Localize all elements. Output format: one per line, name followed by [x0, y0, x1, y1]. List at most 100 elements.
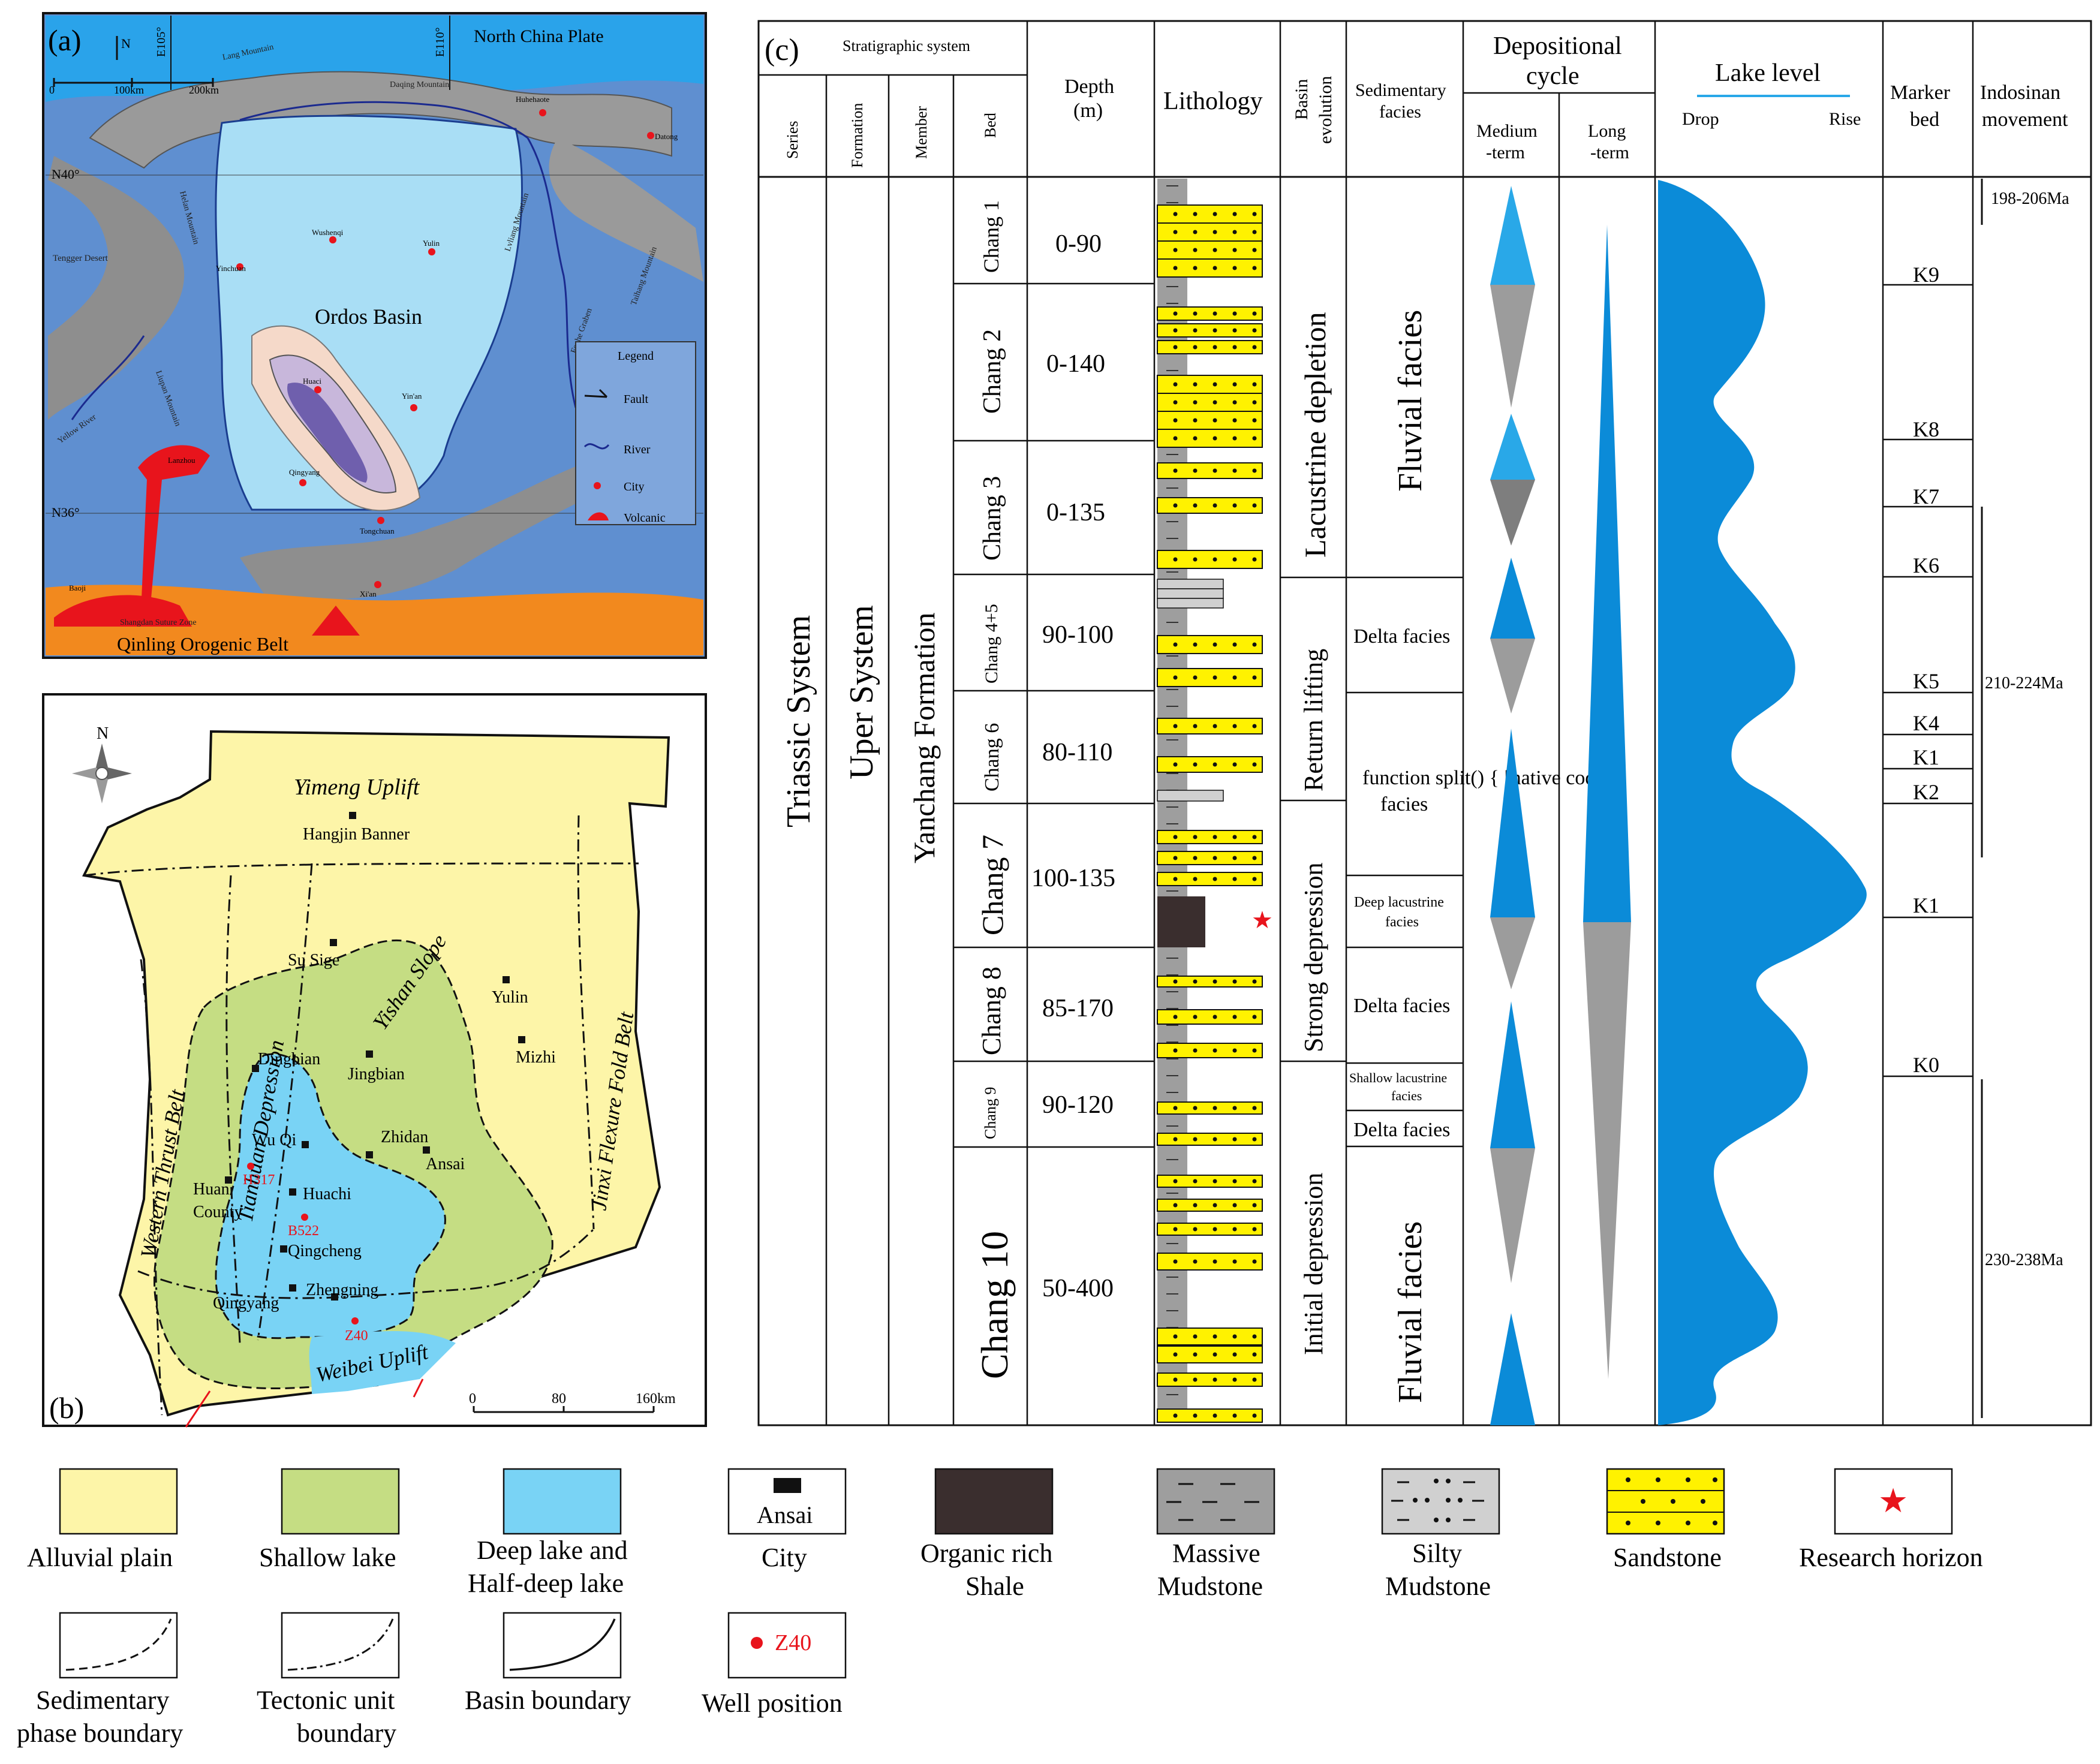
well-h317: H317	[243, 1172, 275, 1188]
sand-dot	[1232, 835, 1237, 839]
sand-dot	[1193, 979, 1198, 984]
panel-b-label: (b)	[49, 1391, 84, 1425]
river-icon	[583, 443, 610, 450]
organic-shale-layer	[1157, 896, 1205, 947]
sand-dot	[1173, 724, 1178, 729]
depth-chang45: 90-100	[1042, 621, 1114, 649]
legend-well-swatch	[727, 1612, 847, 1679]
scale-b-80: 80	[552, 1391, 566, 1407]
city-tongchuan: Tongchuan	[360, 526, 395, 535]
lat-40: N40°	[52, 167, 80, 182]
sand-dot	[1213, 382, 1217, 387]
column-lines	[759, 21, 1974, 1425]
sand-dot	[1232, 311, 1237, 316]
facies-lake-delta-2: facies	[1380, 793, 1428, 815]
sand-dot	[1232, 1377, 1237, 1382]
sand-dot	[1193, 642, 1198, 647]
sand-dot	[1173, 835, 1178, 839]
sand-dot	[1232, 1227, 1237, 1232]
legend-research-swatch	[1834, 1468, 1953, 1535]
lake-level-curve	[1658, 180, 1867, 1425]
sand-dot	[1193, 1227, 1198, 1232]
sand-dot	[1193, 400, 1198, 405]
sand-dot	[1193, 856, 1198, 860]
sand-dot	[1213, 248, 1217, 252]
legend-city-label: City	[762, 1543, 807, 1572]
sand-dot	[1252, 1352, 1257, 1357]
lithology-column	[1157, 179, 1263, 1423]
sand-dot	[1252, 468, 1257, 473]
panel-c-column: (c) Stratigraphic system Series Formatio…	[757, 20, 2092, 1426]
city-huhehaote: Huhehaote	[516, 95, 550, 104]
bed-row-lines	[953, 282, 1154, 1148]
legend-silty-label-1: Silty	[1412, 1539, 1462, 1568]
sandstone-layer	[1157, 306, 1263, 321]
hdr-depth: Depth	[1064, 76, 1114, 98]
member-yanchang: Yanchang Formation	[907, 612, 941, 863]
legend-sed-boundary-swatch	[59, 1612, 178, 1679]
city-wushenqi: Wushenqi	[312, 228, 344, 237]
sand-dot	[1252, 1048, 1257, 1053]
sandstone-layer	[1157, 1199, 1263, 1212]
age-198-206: 198-206Ma	[1991, 189, 2069, 208]
legend-shallow-swatch	[281, 1468, 400, 1535]
depth-chang2: 0-140	[1046, 350, 1105, 378]
sand-dot	[1213, 1203, 1217, 1208]
hdr-drop: Drop	[1682, 109, 1719, 129]
sand-dot	[1232, 979, 1237, 984]
sand-dot	[1193, 468, 1198, 473]
marker-k4: K4	[1913, 711, 1939, 735]
sand-dot	[1213, 1227, 1217, 1232]
legend-sed-boundary-2: phase boundary	[17, 1718, 183, 1748]
hdr-marker: Marker	[1890, 82, 1951, 104]
legend-tectonic-1: Tectonic unit	[257, 1685, 395, 1715]
sand-dot	[1213, 418, 1217, 423]
sand-dot	[1232, 762, 1237, 767]
sand-dot	[1193, 230, 1198, 234]
sand-dot	[1213, 1352, 1217, 1357]
sand-dot	[1252, 1377, 1257, 1382]
panel-b-cities: Hangjin Banner Su Sige Yulin Mizhi Dingb…	[193, 812, 556, 1313]
bed-chang45: Chang 4+5	[982, 604, 1001, 684]
facies-lake-delta-1: function split() { [native code] }	[1362, 767, 1626, 789]
sand-dot	[1173, 382, 1178, 387]
sand-dot	[1213, 266, 1217, 270]
sand-dot	[1252, 979, 1257, 984]
panel-a-legend: Legend Fault River City Volcanic	[575, 341, 696, 525]
city-square-icon	[774, 1478, 801, 1493]
sand-dot	[1173, 856, 1178, 860]
sandstone-layer	[1157, 718, 1263, 735]
legend-shale-label-1: Organic rich	[920, 1539, 1052, 1568]
panel-b-wells: H317 B522 Z40	[243, 1163, 368, 1344]
bed-chang6: Chang 6	[981, 723, 1003, 791]
sandstone-layer	[1157, 1009, 1263, 1025]
marker-k8: K8	[1913, 417, 1939, 441]
sand-dot	[1252, 212, 1257, 216]
sand-dot	[1173, 468, 1178, 473]
sandstone-layer	[1157, 258, 1263, 278]
bed-chang8: Chang 8	[977, 967, 1006, 1055]
bed-chang3: Chang 3	[979, 476, 1006, 561]
tengger-desert-label: Tengger Desert	[53, 254, 109, 263]
city-qingcheng: Qingcheng	[288, 1242, 362, 1260]
inner-zone-core	[287, 383, 368, 483]
depth-chang8: 85-170	[1042, 995, 1114, 1022]
sand-dot	[1173, 557, 1178, 562]
hdr-medium-term: -term	[1486, 143, 1525, 162]
hdr-lithology: Lithology	[1163, 88, 1263, 115]
fault-icon	[584, 389, 608, 398]
sand-dot	[1252, 1203, 1257, 1208]
sand-dot	[1173, 212, 1178, 216]
city-hangjin: Hangjin Banner	[303, 825, 410, 844]
hdr-evolution: evolution	[1316, 76, 1335, 144]
marker-k5: K5	[1913, 669, 1939, 693]
sandstone-layer	[1157, 1101, 1263, 1115]
legend-mudstone-label-1: Massive	[1172, 1539, 1260, 1568]
sand-dot	[1252, 400, 1257, 405]
sand-dot	[1252, 856, 1257, 860]
sandstone-layer	[1157, 851, 1263, 865]
depth-chang6: 80-110	[1042, 739, 1112, 766]
legend-a-city: City	[624, 480, 644, 493]
sandstone-layer	[1157, 1043, 1263, 1058]
